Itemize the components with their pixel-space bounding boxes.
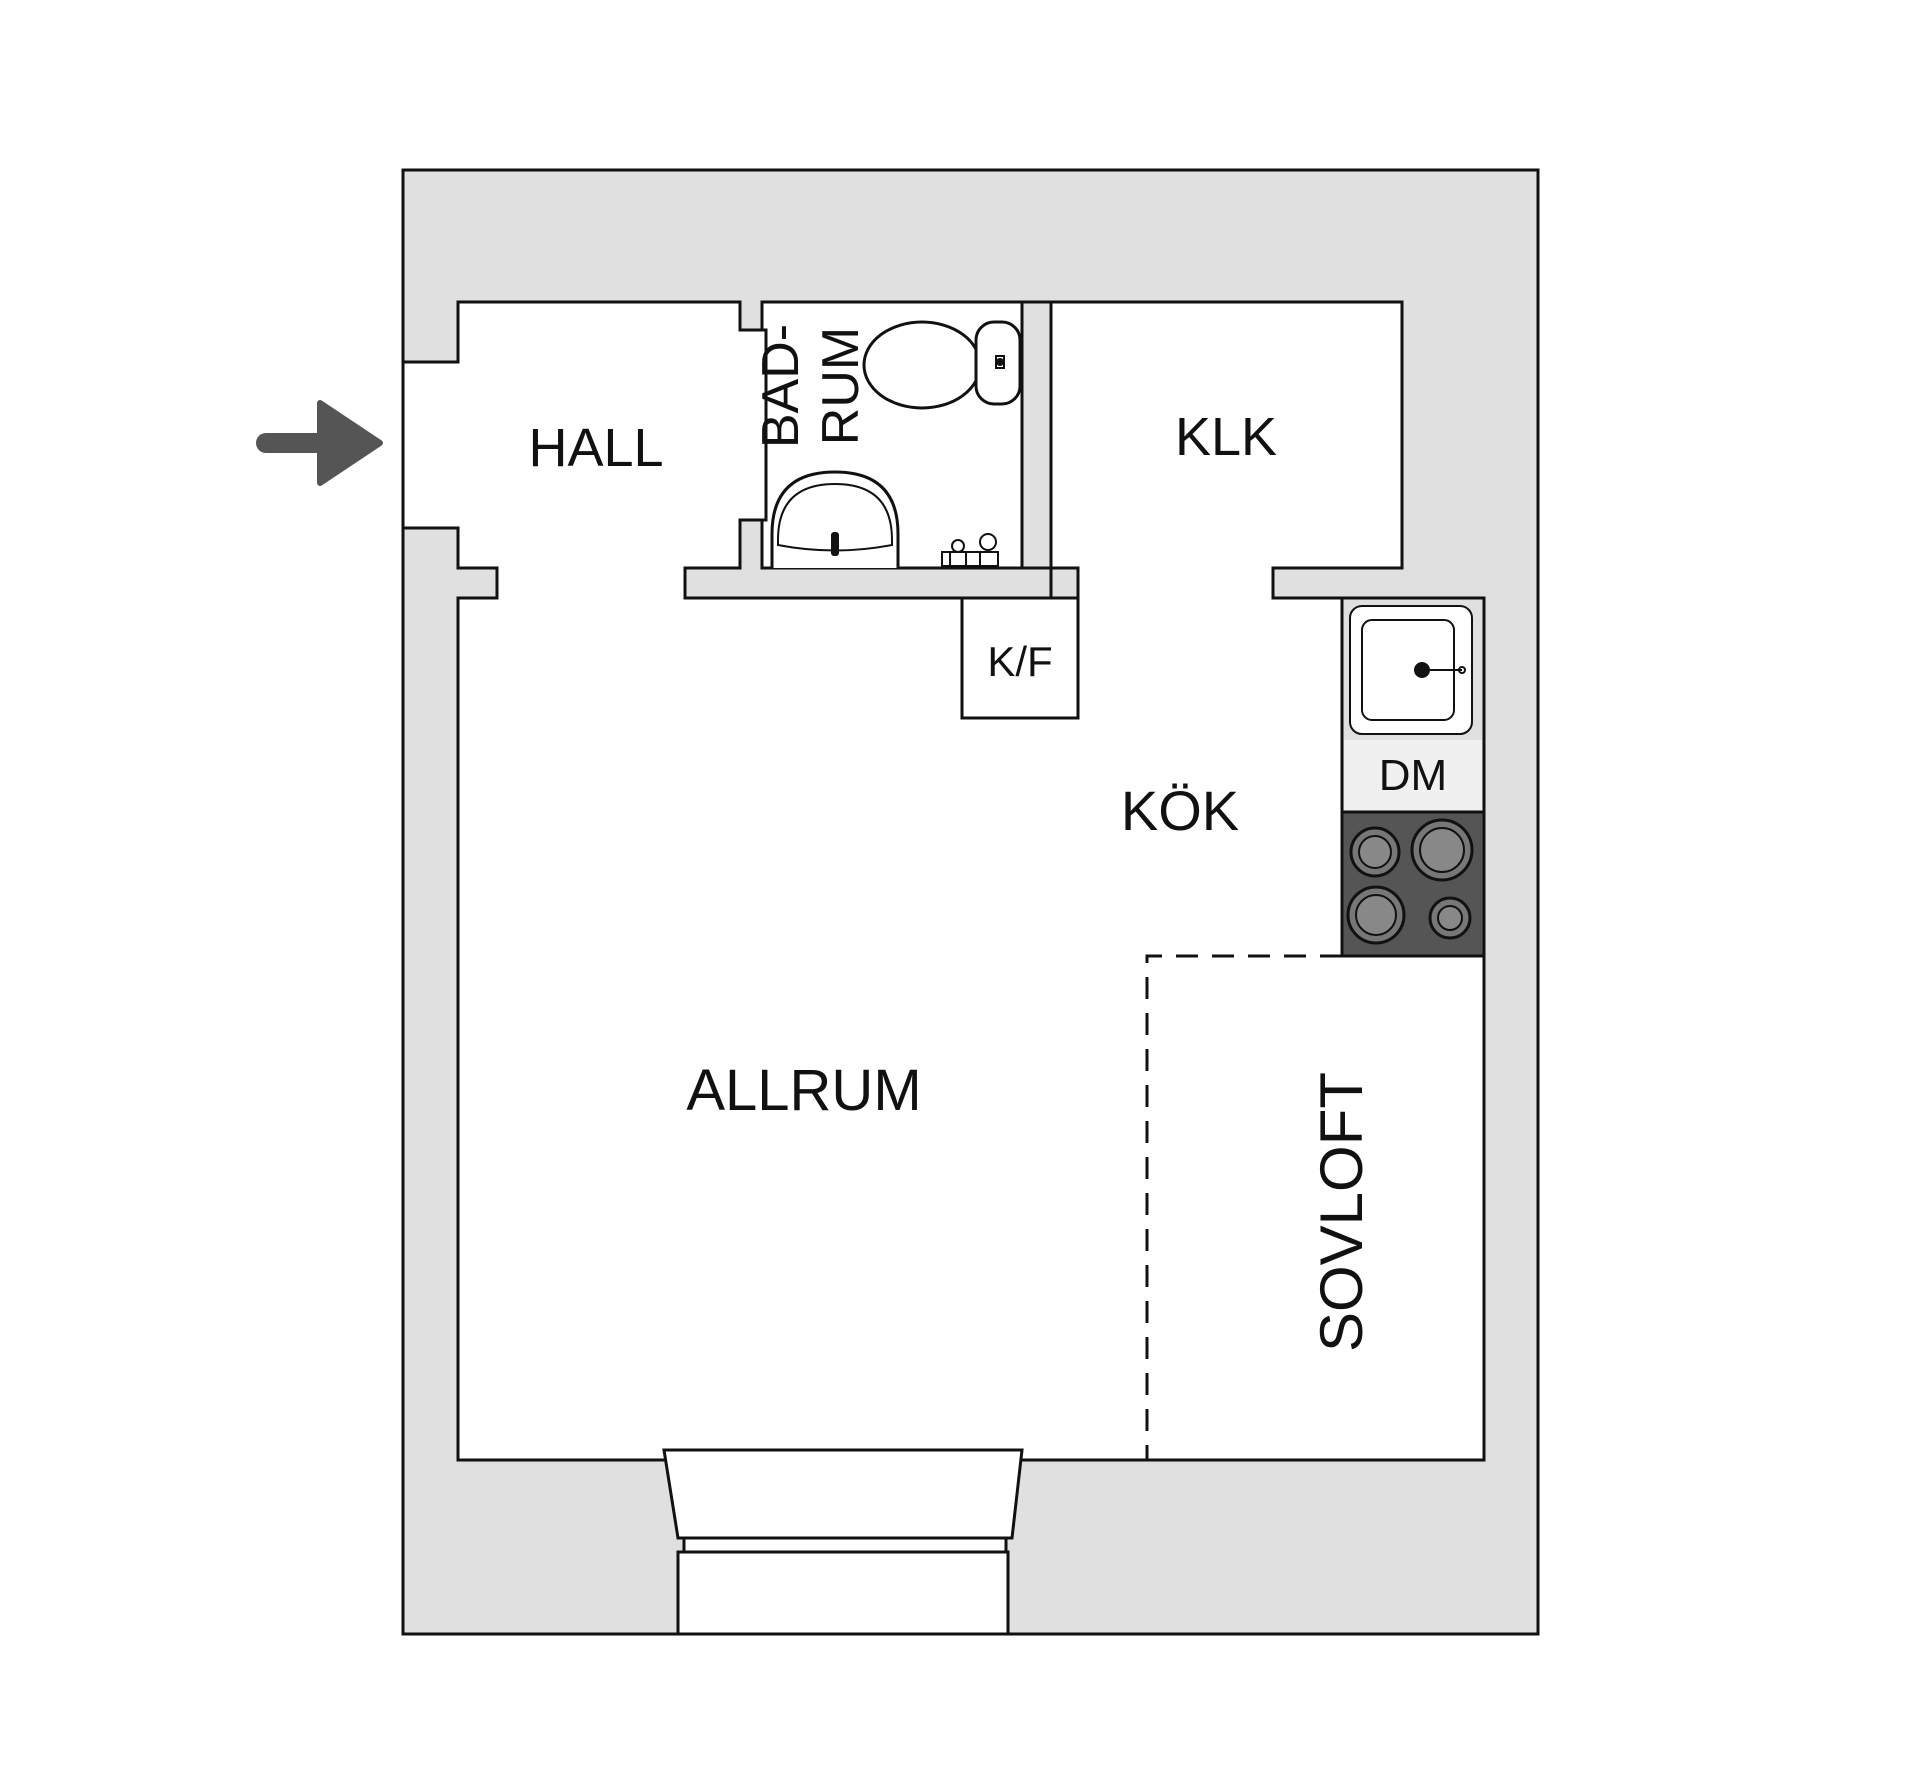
kitchen-sink-icon [1349,605,1473,735]
room-label-badrum-line1: BAD- [752,324,810,448]
kf-unit [960,596,1080,720]
stove-icon [1340,810,1486,958]
room-label-klk: KLK [1175,407,1277,467]
entrance-arrow-icon [256,400,383,486]
room-label-kok: KÖK [1121,779,1239,842]
room-label-allrum: ALLRUM [686,1058,921,1123]
room-label-hall: HALL [528,418,663,478]
room-label-dm: DM [1379,751,1447,800]
room-label-kf: K/F [987,638,1052,685]
sovloft-boundary [1145,954,1342,1460]
shower-icon [941,533,999,567]
washbasin-icon [770,470,900,568]
toilet-icon [862,320,1022,410]
bathroom-klk-wall [1020,300,1053,570]
room-label-sovloft: SOVLOFT [1308,1072,1375,1352]
dishwasher-area [1344,740,1482,812]
window-icon [662,1448,1024,1636]
room-label-badrum-line2: RUM [812,327,870,445]
